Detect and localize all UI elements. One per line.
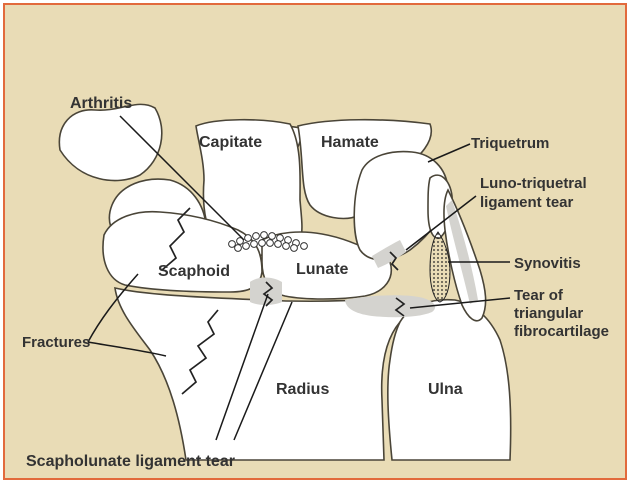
label-scapholunate: Scapholunate ligament tear — [26, 453, 235, 470]
label-synovitis: Synovitis — [514, 255, 581, 272]
label-luno-triquetral-2: ligament tear — [480, 194, 574, 211]
label-ulna: Ulna — [428, 381, 463, 398]
label-hamate: Hamate — [321, 134, 379, 151]
label-arthritis: Arthritis — [70, 95, 132, 112]
label-tear-1: Tear of — [514, 287, 564, 304]
label-radius: Radius — [276, 381, 329, 398]
label-scaphoid: Scaphoid — [158, 263, 230, 280]
label-capitate: Capitate — [199, 134, 262, 151]
label-triquetrum: Triquetrum — [471, 135, 549, 152]
label-tear-2: triangular — [514, 305, 583, 322]
label-luno-triquetral-1: Luno-triquetral — [480, 175, 587, 192]
label-fractures: Fractures — [22, 334, 90, 351]
label-tear-3: fibrocartilage — [514, 323, 609, 340]
label-lunate: Lunate — [296, 261, 349, 278]
